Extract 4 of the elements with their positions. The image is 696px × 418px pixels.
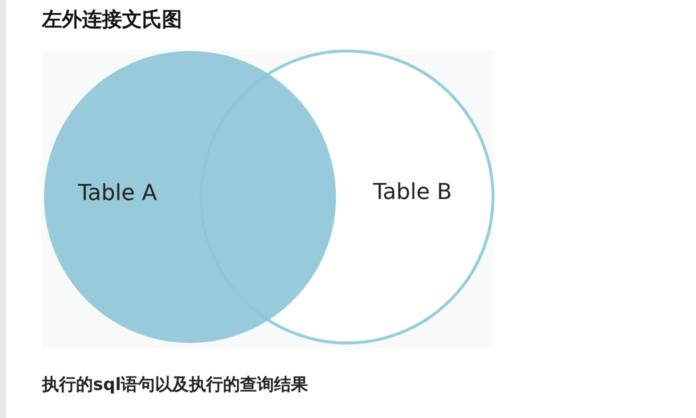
diagram-title: 左外连接文氏图 [42, 6, 182, 33]
set-label: Table A [78, 181, 157, 206]
caption: 执行的sql语句以及执行的查询结果 [42, 374, 308, 396]
set-label: Table B [373, 180, 452, 205]
